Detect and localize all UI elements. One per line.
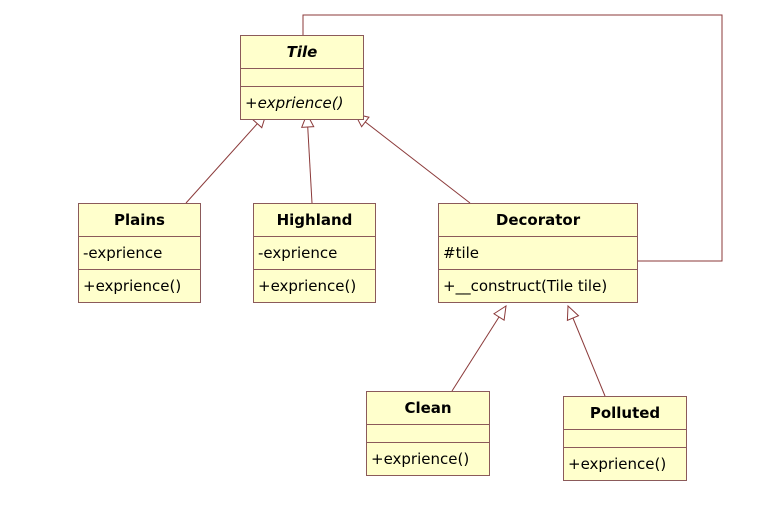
attributes-compartment: -exprience [254,237,375,270]
operations-compartment: +exprience() [564,448,686,480]
class-decorator[interactable]: Decorator #tile +__construct(Tile tile) [438,203,638,303]
class-name: Decorator [439,204,637,237]
operation: +exprience() [245,94,344,112]
class-clean[interactable]: Clean +exprience() [366,391,490,476]
generalization-polluted-to-decorator [566,304,606,397]
generalization-plains-to-tile [185,113,267,204]
composition-decorator-to-tile [302,14,723,261]
class-name: Highland [254,204,375,237]
class-name: Polluted [564,397,686,430]
attributes-compartment [241,69,363,87]
class-highland[interactable]: Highland -exprience +exprience() [253,203,376,303]
attributes-compartment [367,425,489,443]
attribute: #tile [443,244,480,262]
operation: +exprience() [568,455,667,473]
operations-compartment: +__construct(Tile tile) [439,270,637,302]
attributes-compartment [564,430,686,448]
operation: +exprience() [83,277,182,295]
generalization-highland-to-tile [300,112,315,204]
operations-compartment: +exprience() [241,87,363,119]
generalization-clean-to-decorator [451,304,507,392]
attributes-compartment: #tile [439,237,637,270]
class-name: Tile [241,36,363,69]
operations-compartment: +exprience() [79,270,200,302]
class-name: Clean [367,392,489,425]
class-polluted[interactable]: Polluted +exprience() [563,396,687,481]
operations-compartment: +exprience() [254,270,375,302]
generalization-decorator-to-tile [354,113,471,204]
operation: +exprience() [258,277,357,295]
attribute: -exprience [83,244,163,262]
class-plains[interactable]: Plains -exprience +exprience() [78,203,201,303]
class-name: Plains [79,204,200,237]
operation: +exprience() [371,450,470,468]
operation: +__construct(Tile tile) [443,277,608,295]
operations-compartment: +exprience() [367,443,489,475]
class-tile[interactable]: Tile +exprience() [240,35,364,120]
attributes-compartment: -exprience [79,237,200,270]
attribute: -exprience [258,244,338,262]
